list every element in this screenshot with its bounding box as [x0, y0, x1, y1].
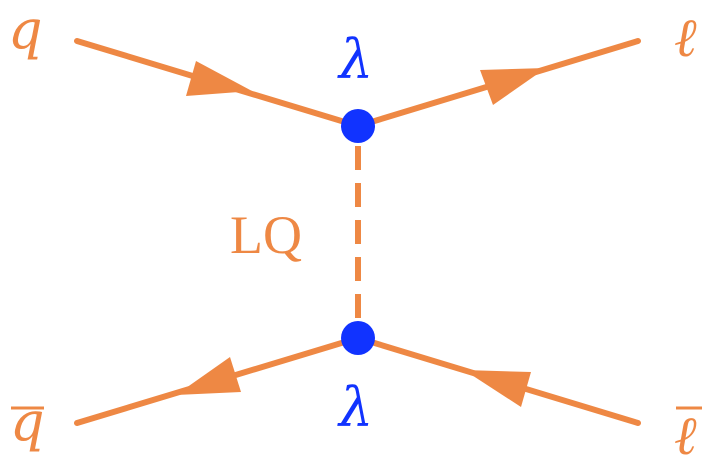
antilepton-label: ℓ [674, 404, 697, 467]
top-vertex [341, 109, 375, 143]
quark-in-arrow [186, 61, 252, 96]
lepton-out-arrow [480, 68, 546, 105]
coupling-label-top: λ [337, 28, 373, 91]
leptoquark-label: LQ [230, 205, 302, 265]
coupling-label-bottom: λ [337, 376, 373, 439]
antiquark-arrow [176, 357, 241, 395]
antilepton-arrow [464, 370, 531, 407]
bottom-vertex [341, 321, 375, 355]
quark-label: q [8, 0, 43, 61]
lepton-label: ℓ [674, 6, 697, 69]
antiquark-label: q [10, 390, 45, 453]
